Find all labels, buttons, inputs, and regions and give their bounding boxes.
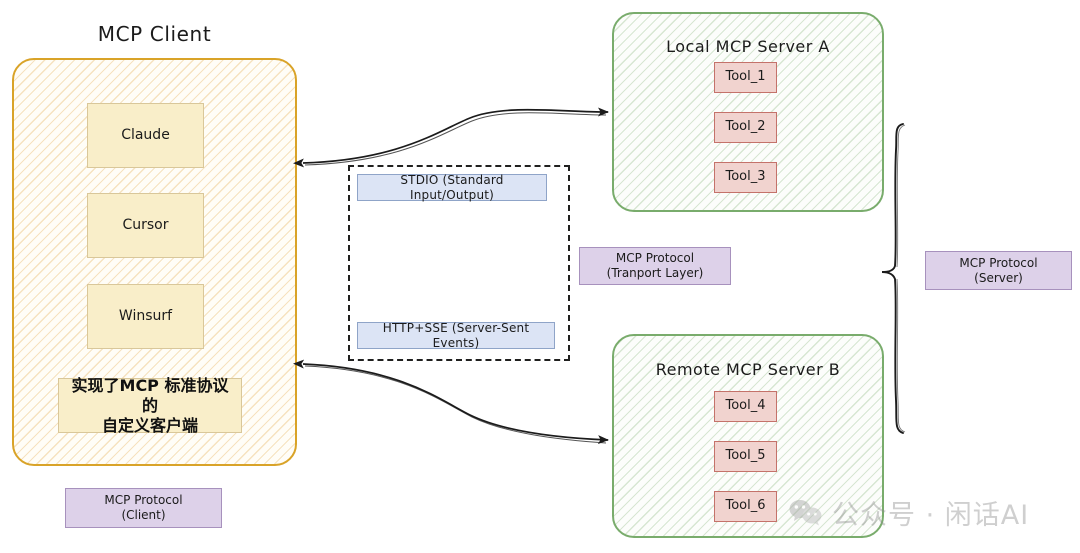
client-item-cursor[interactable]: Cursor xyxy=(87,193,204,258)
client-item-winsurf[interactable]: Winsurf xyxy=(87,284,204,349)
client-protocol-label: MCP Protocol (Client) xyxy=(65,488,222,528)
remote-mcp-server-b-container: Remote MCP Server B xyxy=(612,334,884,538)
tool-box-tool-2[interactable]: Tool_2 xyxy=(714,112,777,143)
server-a-title: Local MCP Server A xyxy=(666,37,830,56)
client-protocol-line-2: (Client) xyxy=(121,508,166,522)
client-title: MCP Client xyxy=(97,22,212,46)
transport-protocol-label: MCP Protocol (Tranport Layer) xyxy=(579,247,731,285)
watermark: 公众号 · 闲话AI xyxy=(789,493,1029,532)
client-item-custom-client[interactable]: 实现了MCP 标准协议的 自定义客户端 xyxy=(58,375,242,435)
wechat-icon xyxy=(789,499,822,525)
server-protocol-line-2: (Server) xyxy=(974,270,1023,285)
custom-client-line-1: 实现了MCP 标准协议的 xyxy=(71,375,229,415)
tool-box-tool-5[interactable]: Tool_5 xyxy=(714,441,777,472)
server-b-title: Remote MCP Server B xyxy=(655,360,841,379)
connector-client-server-b xyxy=(293,359,609,445)
transport-stdio[interactable]: STDIO (Standard Input/Output) xyxy=(357,173,547,202)
tool-box-tool-6[interactable]: Tool_6 xyxy=(714,491,777,522)
connector-client-server-a xyxy=(293,107,609,168)
tool-box-tool-4[interactable]: Tool_4 xyxy=(714,391,777,422)
transport-protocol-line-2: (Tranport Layer) xyxy=(606,266,704,280)
client-protocol-line-1: MCP Protocol xyxy=(104,493,183,507)
tool-box-tool-1[interactable]: Tool_1 xyxy=(714,62,777,93)
server-protocol-line-1: MCP Protocol xyxy=(959,255,1038,270)
client-item-claude[interactable]: Claude xyxy=(87,103,204,168)
tool-box-tool-3[interactable]: Tool_3 xyxy=(714,162,777,193)
watermark-text: 公众号 · 闲话AI xyxy=(832,500,1030,531)
transport-http-sse[interactable]: HTTP+SSE (Server-Sent Events) xyxy=(357,321,555,350)
server-protocol-label: MCP Protocol (Server) xyxy=(925,251,1072,290)
transport-protocol-line-1: MCP Protocol xyxy=(615,251,695,265)
custom-client-line-2: 自定义客户端 xyxy=(101,415,198,435)
server-group-brace xyxy=(881,123,906,434)
